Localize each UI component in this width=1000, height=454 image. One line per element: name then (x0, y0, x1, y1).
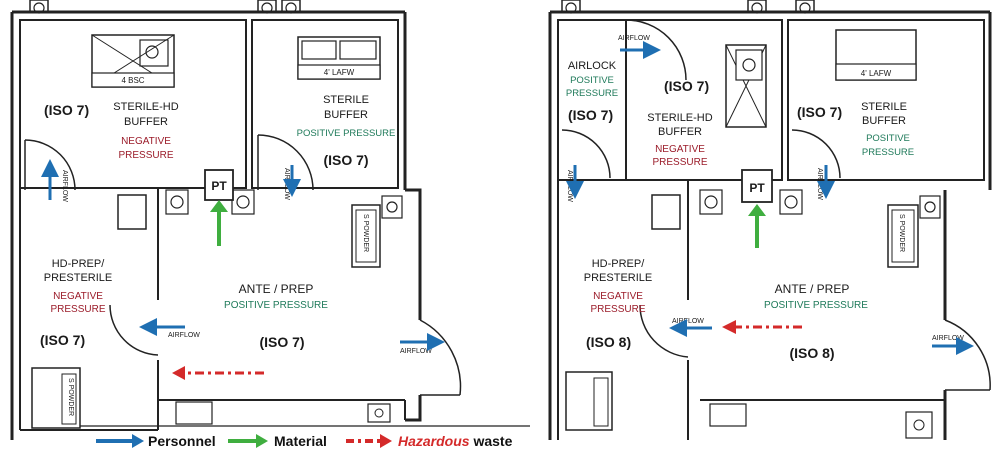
legend-personnel-label: Personnel (148, 433, 216, 449)
left-sterile-iso: (ISO 7) (323, 152, 368, 168)
right-airflow-out-label: AIRFLOW (932, 335, 964, 342)
left-bsc-label: 4 BSC (121, 76, 144, 85)
right-sterile-iso: (ISO 7) (797, 104, 842, 120)
left-sterile-pressure: POSITIVE PRESSURE (297, 128, 396, 139)
right-ante-line1: ANTE / PREP (775, 282, 850, 296)
left-sterile-hd-pressure1: NEGATIVE (121, 136, 171, 147)
left-material-arrow-head (210, 200, 228, 212)
right-airlock-line1: AIRLOCK (568, 60, 617, 72)
right-sterile-line2: BUFFER (862, 115, 906, 127)
legend-hazardous-word: Hazardous (398, 433, 470, 449)
left-hd-prep-line1: HD-PREP/ (52, 258, 106, 270)
legend-material-arrow-head (256, 434, 268, 448)
left-sterile-hd-line2: BUFFER (124, 116, 168, 128)
left-floor-plan (10, 0, 462, 440)
left-airflow-h-label: AIRFLOW (168, 332, 200, 339)
right-hd-prep-iso: (ISO 8) (586, 334, 631, 350)
right-sterile-hd-line1: STERILE-HD (647, 112, 712, 124)
right-sterile-pressure1: POSITIVE (866, 133, 910, 144)
left-lafw-label: 4' LAFW (324, 68, 355, 77)
right-sterile-pressure2: PRESSURE (862, 147, 914, 158)
legend-personnel-arrow-head (132, 434, 144, 448)
legend: Personnel Material Hazardous waste (80, 425, 530, 449)
left-ante-iso: (ISO 7) (259, 334, 304, 350)
right-airflow-v1-label: AIRFLOW (566, 170, 573, 202)
left-sterile-hd-line1: STERILE-HD (113, 101, 178, 113)
left-hd-prep-pressure2: PRESSURE (50, 304, 105, 315)
right-ante-pressure: POSITIVE PRESSURE (764, 300, 868, 311)
left-ante-line1: ANTE / PREP (239, 282, 314, 296)
legend-hazardous-arrow-head (380, 434, 392, 448)
right-airlock-iso: (ISO 7) (568, 107, 613, 123)
right-floor-plan (548, 0, 992, 440)
right-airlock-pressure2: PRESSURE (566, 88, 618, 99)
right-hazardous-arrow-head (722, 320, 736, 334)
right-pt-label: PT (749, 181, 765, 195)
left-airflow-v2-label: AIRFLOW (283, 168, 290, 200)
left-hd-prep-line2: PRESTERILE (44, 272, 112, 284)
right-lafw-label: 4' LAFW (861, 69, 892, 78)
right-airflow-h-label: AIRFLOW (672, 318, 704, 325)
right-airlock-pressure1: POSITIVE (570, 75, 614, 86)
legend-material-label: Material (274, 433, 327, 449)
right-ante-iso: (ISO 8) (789, 345, 834, 361)
left-sink-label: S POWDER (67, 378, 74, 416)
right-sterile-hd-pressure2: PRESSURE (652, 157, 707, 168)
left-sterile-hd-pressure2: PRESSURE (118, 150, 173, 161)
right-airflow-top-label: AIRFLOW (618, 35, 650, 42)
right-hd-prep-pressure2: PRESSURE (590, 304, 645, 315)
right-airflow-v2-label: AIRFLOW (816, 168, 823, 200)
right-sterile-hd-line2: BUFFER (658, 126, 702, 138)
left-s-powder-label: S POWDER (362, 214, 369, 252)
left-hd-prep-iso: (ISO 7) (40, 332, 85, 348)
right-sterile-hd-iso: (ISO 7) (664, 78, 709, 94)
right-hd-prep-line2: PRESTERILE (584, 272, 652, 284)
left-sterile-line1: STERILE (323, 94, 369, 106)
right-s-powder-label: S POWDER (898, 214, 905, 252)
right-hd-prep-line1: HD-PREP/ (592, 258, 646, 270)
left-sterile-hd-iso: (ISO 7) (44, 102, 89, 118)
legend-hazardous-label: Hazardous waste (398, 433, 513, 449)
left-airflow-out-label: AIRFLOW (400, 348, 432, 355)
left-sterile-line2: BUFFER (324, 109, 368, 121)
left-pt-label: PT (211, 179, 227, 193)
legend-waste-word: waste (472, 433, 512, 449)
right-material-arrow-head (748, 204, 766, 216)
right-hd-prep-pressure1: NEGATIVE (593, 291, 643, 302)
left-airflow-v1-label: AIRFLOW (61, 170, 68, 202)
left-ante-pressure: POSITIVE PRESSURE (224, 300, 328, 311)
right-sterile-hd-pressure1: NEGATIVE (655, 144, 705, 155)
left-hd-prep-pressure1: NEGATIVE (53, 291, 103, 302)
right-sterile-line1: STERILE (861, 101, 907, 113)
left-hazardous-arrow-head (172, 366, 185, 380)
